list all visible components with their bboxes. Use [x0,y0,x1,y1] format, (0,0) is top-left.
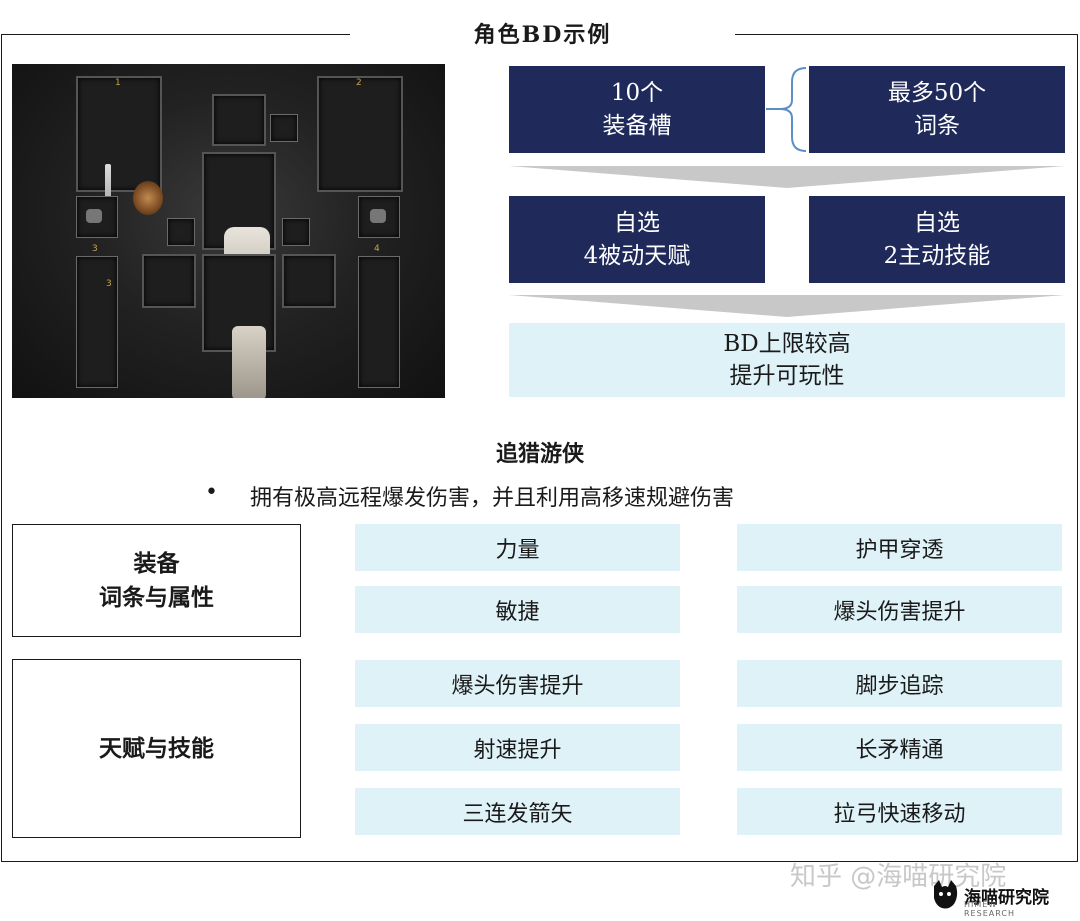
slot-number-1: 1 [115,78,121,88]
equipment-slots-box: 10个 装备槽 [509,66,765,153]
affixes-line2: 词条 [914,112,960,139]
equipment-label-line2: 词条与属性 [99,583,214,611]
attribute-cell: 敏捷 [355,586,680,633]
class-name: 追猎游侠 [495,441,584,467]
bullet-text: 拥有极高远程爆发伤害，并且利用高移速规避伤害 [249,486,734,511]
gauntlet-icon-left [86,209,102,223]
amulet-slot [270,114,298,142]
title-wrap: 角色BD示例 [350,16,735,50]
passive-talents-line1: 自选 [614,209,660,236]
logo-name: 海喵研究院 [964,887,1049,908]
equipment-label-box: 装备 词条与属性 [12,524,301,637]
class-description: • 拥有极高远程爆发伤害，并且利用高移速规避伤害 [205,480,734,512]
skill-cell: 爆头伤害提升 [355,660,680,707]
result-line2: 提升可玩性 [729,363,845,389]
pants-icon [232,326,266,398]
passive-talents-box: 自选 4被动天赋 [509,196,765,283]
logo-subtitle: HIMEW RESEARCH [964,900,1015,918]
brace-connector [766,67,807,152]
passive-talents-line2: 4被动天赋 [583,242,691,269]
gauntlet-icon-right [370,209,386,223]
ring-slot-right [282,218,310,246]
result-line1: BD上限较高 [723,331,851,357]
slot-number-3: 3 [92,244,98,254]
attribute-cell: 护甲穿透 [737,524,1062,571]
affixes-box: 最多50个 词条 [809,66,1065,153]
equipment-slots-line2: 装备槽 [602,112,672,139]
ring-slot-left [167,218,195,246]
skill-cell: 三连发箭矢 [355,788,680,835]
skill-cell: 拉弓快速移动 [737,788,1062,835]
cat-logo-icon [934,880,958,909]
talents-label-box: 天赋与技能 [12,659,301,838]
weapon-slot-2 [317,76,403,192]
quiver-slot-left [76,256,118,388]
page-title: 角色BD示例 [473,22,612,48]
affixes-line1: 最多50个 [887,79,987,106]
skill-cell: 射速提升 [355,724,680,771]
down-arrow-2 [509,295,1065,317]
glove-slot [142,254,196,308]
bullet-marker: • [205,480,218,505]
slot-count-3: 3 [106,279,112,289]
attribute-cell: 爆头伤害提升 [737,586,1062,633]
result-box: BD上限较高 提升可玩性 [509,323,1065,397]
equipment-slots-line1: 10个 [610,79,664,106]
skill-cell: 脚步追踪 [737,660,1062,707]
logo: 海喵研究院 HIMEW RESEARCH [930,878,1049,918]
skill-cell: 长矛精通 [737,724,1062,771]
shield-icon [133,181,163,215]
active-skills-line2: 2主动技能 [883,242,991,269]
boot-slot [282,254,336,308]
watermark: 知乎 @海喵研究院 [790,862,1007,892]
down-arrow-1 [509,166,1065,188]
helmet-slot [212,94,266,146]
active-skills-box: 自选 2主动技能 [809,196,1065,283]
utility-slot-right [358,196,400,238]
attribute-cell: 力量 [355,524,680,571]
talents-label-line1: 天赋与技能 [99,734,214,762]
slot-number-2: 2 [356,78,362,88]
slot-number-4: 4 [374,244,380,254]
weapon-slot-1 [76,76,162,192]
quiver-slot-right [358,256,400,388]
inventory-screenshot: 1 2 3 3 4 [12,64,445,398]
active-skills-line1: 自选 [914,209,960,236]
equipment-label-line1: 装备 [133,549,180,577]
